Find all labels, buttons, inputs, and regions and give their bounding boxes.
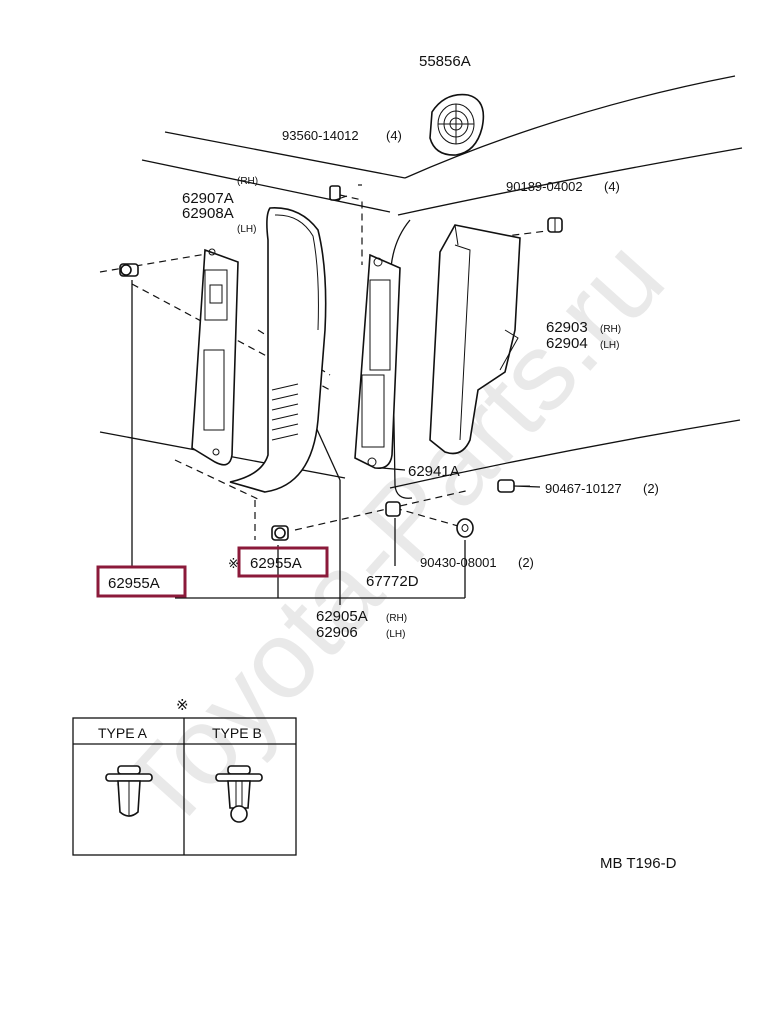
label-90467-qty: (2) [643, 481, 659, 496]
clip-type-b-icon [215, 765, 263, 823]
label-62941a: 62941A [408, 463, 460, 480]
clip-90189 [547, 217, 563, 233]
highlight-62955a-left [96, 565, 187, 598]
type-table-mark: ※ [176, 697, 189, 714]
label-rh-c: (RH) [386, 613, 407, 624]
clip-upper-left [119, 263, 139, 277]
grommet-55856a [429, 93, 485, 156]
leader-lines [131, 280, 541, 605]
clip-type-a-icon [105, 765, 153, 817]
duct-62903 [429, 224, 521, 455]
label-lh-c: (LH) [386, 629, 405, 640]
figure-code: MB T196-D [600, 855, 677, 872]
screw-93560 [329, 185, 348, 201]
part-labels: 55856A 93560-14012 (4) 90189-04002 (4) (… [108, 53, 659, 641]
label-62908a: 62908A [182, 205, 234, 222]
label-93560-qty: (4) [386, 128, 402, 143]
panel-62941a [354, 253, 401, 470]
label-lh-a: (LH) [237, 224, 256, 235]
note-mark: ※ [228, 556, 239, 571]
label-55856a: 55856A [419, 53, 471, 70]
body-outline-lines [99, 75, 743, 598]
label-93560: 93560-14012 [282, 128, 359, 143]
label-62955a-left: 62955A [108, 575, 160, 592]
label-90430-qty: (2) [518, 555, 534, 570]
type-a-header: TYPE A [98, 725, 148, 741]
label-rh-a: (RH) [237, 176, 258, 187]
label-62904: 62904 [546, 335, 588, 352]
clip-67772d [385, 501, 401, 517]
highlight-62955a-center [237, 546, 329, 578]
label-62906: 62906 [316, 624, 358, 641]
pillar-trim-cover [229, 207, 327, 493]
label-62903: 62903 [546, 319, 588, 336]
clip-lower-center [271, 525, 289, 541]
label-90189-qty: (4) [604, 179, 620, 194]
label-rh-b: (RH) [600, 324, 621, 335]
label-67772d: 67772D [366, 573, 419, 590]
pillar-trim-base [191, 248, 239, 466]
type-b-header: TYPE B [212, 725, 262, 741]
vent-slots [271, 383, 299, 441]
label-90189: 90189-04002 [506, 179, 583, 194]
label-62905a: 62905A [316, 608, 368, 625]
label-90430: 90430-08001 [420, 555, 497, 570]
label-lh-b: (LH) [600, 340, 619, 351]
washer-90430 [456, 518, 474, 538]
label-62955a-center: 62955A [250, 555, 302, 572]
label-90467: 90467-10127 [545, 481, 622, 496]
clip-type-table: ※ TYPE A TYPE B [72, 697, 297, 856]
label-62907a: 62907A [182, 190, 234, 207]
